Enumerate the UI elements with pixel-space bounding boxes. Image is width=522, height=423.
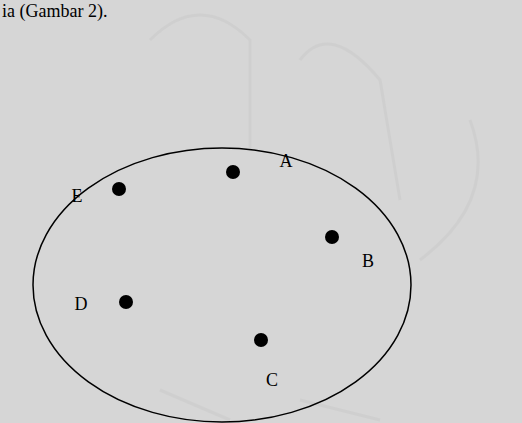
point-label: E — [72, 187, 83, 207]
point-dots — [112, 165, 339, 347]
watermark-logo — [150, 15, 478, 420]
point-dot — [325, 230, 339, 244]
point-dot — [254, 333, 268, 347]
point-label: D — [75, 295, 88, 315]
caption-fragment: ia (Gambar 2). — [2, 2, 107, 22]
point-dot — [226, 165, 240, 179]
point-dot — [112, 182, 126, 196]
point-label: B — [362, 252, 374, 272]
point-label: C — [266, 371, 278, 391]
point-dot — [119, 295, 133, 309]
region-outline — [33, 148, 411, 422]
point-label: A — [280, 152, 293, 172]
